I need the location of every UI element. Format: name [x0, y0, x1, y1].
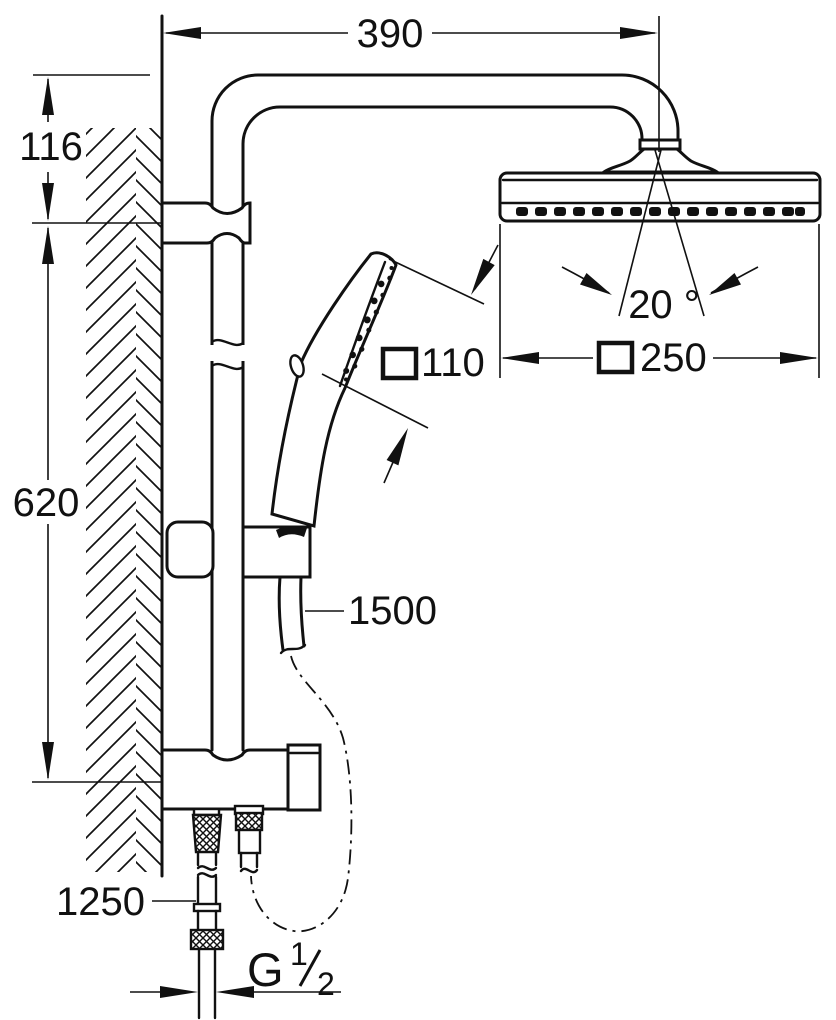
supply-hose: [189, 850, 225, 1020]
wall-section: [86, 14, 164, 878]
hose-coil-dashed: [250, 655, 353, 933]
rail-break-mark: [210, 338, 245, 347]
thread-letter-text: G: [247, 943, 284, 996]
square-symbol: [596, 340, 635, 375]
hand-shower-outline: [270, 251, 398, 528]
label-1250-text: 1250: [56, 880, 145, 924]
holder-cradle-shadow: [276, 525, 307, 538]
dimension-620-text: 620: [13, 481, 80, 525]
wall-hatch-outer: [86, 128, 136, 872]
diverter-valve: [160, 743, 322, 1020]
rail-slider-holder: [165, 520, 312, 579]
diverter-knob: [286, 743, 322, 812]
thread-fraction-slash: [298, 949, 322, 987]
hand-shower-button: [289, 354, 305, 378]
label-1250: 1250: [56, 880, 196, 924]
handshower-hose-connection: [233, 804, 265, 874]
label-thread-g12: G 1 2: [130, 936, 341, 1002]
wall-hatch-inner: [136, 128, 162, 872]
holder-knob: [165, 520, 215, 579]
shower-hose: [250, 575, 353, 933]
dimension-square-250: 250: [499, 224, 820, 380]
dimension-116-text: 116: [19, 125, 83, 169]
head-shower: [498, 138, 822, 223]
rail-inner-edge: [241, 105, 644, 752]
dimension-square-110: 110: [321, 244, 499, 484]
dimension-390: 390: [163, 12, 660, 152]
rail-outer-edge: [210, 73, 680, 752]
dimension-angle-20: 20 °: [561, 149, 759, 327]
supply-nut-lower: [189, 928, 225, 951]
dimension-116: 116: [19, 74, 150, 221]
dimension-620: 620: [13, 226, 80, 780]
hand-shower: [270, 251, 398, 528]
holder-body: [241, 525, 312, 579]
handshower-nut: [234, 811, 264, 832]
head-shower-nozzles: [516, 207, 805, 216]
label-1500: 1500: [305, 589, 437, 633]
thread-numerator-text: 1: [290, 936, 308, 972]
dimension-250-text: 250: [640, 336, 707, 380]
wall-bracket: [160, 201, 252, 245]
square-symbol: [380, 346, 419, 381]
hand-shower-spray-face: [343, 266, 394, 382]
valve-body: [160, 748, 290, 811]
thread-denominator-text: 2: [317, 966, 335, 1002]
dimension-angle-text: 20 °: [628, 283, 700, 327]
dimension-110-text: 110: [421, 341, 485, 385]
label-1500-text: 1500: [348, 589, 437, 633]
shower-rail-and-arm: [205, 73, 680, 752]
dimension-390-text: 390: [357, 12, 424, 56]
rail-break-mark: [210, 362, 245, 371]
supply-nut-upper: [191, 813, 223, 854]
